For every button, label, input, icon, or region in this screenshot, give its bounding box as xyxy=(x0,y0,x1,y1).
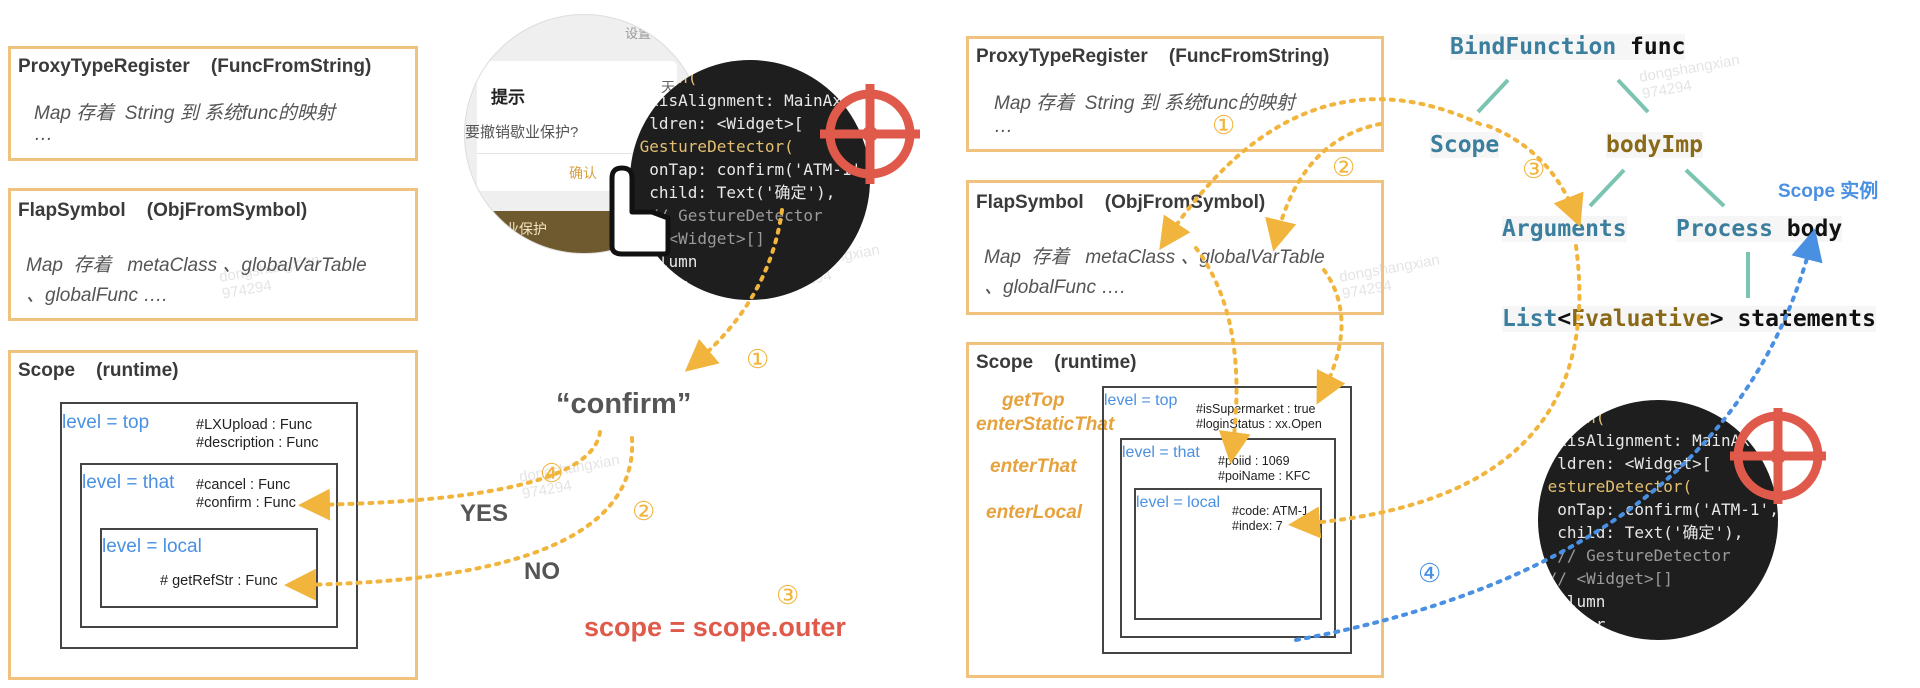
left-flap-line2: 、globalFunc …. xyxy=(26,285,168,306)
dialog-divider xyxy=(477,153,677,154)
left-that-symbols: #cancel : Func #confirm : Func xyxy=(196,477,296,511)
left-proxy-line1: Map 存着 String 到 系统func的映射 xyxy=(34,103,335,124)
right-level-local-label: level = local xyxy=(1136,494,1221,511)
left-code-line: // <Widget>[] xyxy=(630,229,765,248)
right-code-line: // <Widget>[] xyxy=(1538,569,1673,588)
right-top-symbols: #isSupermarket : true #loginStatus : xx.… xyxy=(1196,402,1322,431)
left-code-line: ldren: <Widget>[ xyxy=(630,114,804,133)
left-flap-title: FlapSymbol (ObjFromSymbol) xyxy=(18,200,308,221)
watermark: dongshangxian 974294 xyxy=(517,451,621,503)
bodyimp-node: bodyImp xyxy=(1606,132,1703,158)
right-proxy-line1: Map 存着 String 到 系统func的映射 xyxy=(994,93,1295,114)
step-4-marker: ④ xyxy=(540,458,564,488)
right-level-that-label: level = that xyxy=(1122,444,1200,461)
left-code-line: Column xyxy=(630,252,698,271)
right-code-line: onTap: confirm('ATM-1',7 xyxy=(1538,500,1778,519)
bodyimp-label: bodyImp xyxy=(1606,132,1703,158)
list-gt: > xyxy=(1709,306,1724,332)
bind-function-node: BindFunction func xyxy=(1450,34,1686,60)
right-step-2-marker: ② xyxy=(1332,152,1356,182)
left-local-symbols: # getRefStr : Func xyxy=(160,573,278,589)
right-scope-title: Scope (runtime) xyxy=(976,352,1137,373)
arguments-label: Arguments xyxy=(1502,216,1627,242)
step-1-marker: ① xyxy=(746,344,770,374)
left-code-line: onTap: confirm('ATM-1',7 xyxy=(630,160,870,179)
left-code-line: ain( xyxy=(630,68,698,87)
no-label: NO xyxy=(524,558,560,585)
right-code-line: ain( xyxy=(1538,408,1606,427)
left-code-magnifier: ain( xisAlignment: MainAx ldren: <Widget… xyxy=(630,60,870,300)
enter-local-label: enterLocal xyxy=(986,502,1083,523)
process-name: body xyxy=(1786,216,1843,242)
left-code-line: GestureDetector( xyxy=(630,137,794,156)
left-flap-line1: Map 存着 metaClass 、globalVarTable xyxy=(26,255,367,276)
enter-static-that-label: enterStaticThat xyxy=(976,414,1115,435)
right-flap-line1: Map 存着 metaClass 、globalVarTable xyxy=(984,247,1325,268)
dialog-top-text: 设置 xyxy=(625,26,652,41)
left-level-that-label: level = that xyxy=(82,472,175,493)
get-top-label: getTop xyxy=(1002,390,1065,411)
dialog-text: 要撤销歇业保护? xyxy=(465,124,579,141)
right-code-line: olumn xyxy=(1538,592,1606,611)
bind-function-name: func xyxy=(1630,34,1686,60)
right-code-line: // GestureDetector xyxy=(1538,546,1731,565)
left-proxy-line2: … xyxy=(34,124,53,145)
left-level-local-label: level = local xyxy=(102,536,202,557)
right-step-3-marker: ③ xyxy=(1522,154,1546,184)
right-code-line: xisAlignment: MainAx xyxy=(1538,431,1750,450)
right-step-1-marker: ① xyxy=(1212,110,1236,140)
right-code-line: child: Text('确定'), xyxy=(1538,523,1744,542)
right-proxy-title: ProxyTypeRegister (FuncFromString) xyxy=(976,46,1330,67)
bind-function-keyword: BindFunction xyxy=(1450,34,1617,60)
left-code-line: child: Text('确定'), xyxy=(630,183,836,202)
left-level-top-label: level = top xyxy=(62,412,150,433)
left-flap-box xyxy=(8,188,418,321)
right-code-line: ainer xyxy=(1538,615,1606,634)
left-code-line: ainer xyxy=(630,275,688,294)
right-code-line: ldren: <Widget>[ xyxy=(1538,454,1712,473)
left-proxy-box xyxy=(8,46,418,161)
enter-that-label: enterThat xyxy=(990,456,1077,477)
right-step-4-marker: ④ xyxy=(1418,558,1442,588)
right-code-line: estureDetector( xyxy=(1538,477,1693,496)
dialog-title: 提示 xyxy=(491,88,525,107)
step-3-marker: ③ xyxy=(776,580,800,610)
yes-label: YES xyxy=(460,500,509,527)
left-code-line: xisAlignment: MainAx xyxy=(630,91,842,110)
arguments-node: Arguments xyxy=(1502,216,1627,242)
scope-node-label: Scope xyxy=(1430,132,1500,158)
right-level-top-label: level = top xyxy=(1104,392,1178,409)
right-flap-title: FlapSymbol (ObjFromSymbol) xyxy=(976,192,1266,213)
list-node: List<Evaluative> statements xyxy=(1502,306,1876,332)
right-flap-line2: 、globalFunc …. xyxy=(984,277,1126,298)
list-keyword: List xyxy=(1502,306,1558,332)
confirm-string: “confirm” xyxy=(556,388,692,420)
list-statements: statements xyxy=(1737,306,1876,332)
right-proxy-line2: … xyxy=(994,116,1013,137)
left-top-symbols: #LXUpload : Func #description : Func xyxy=(196,417,319,451)
process-keyword: Process xyxy=(1676,216,1773,242)
list-evaluative: Evaluative xyxy=(1571,306,1710,332)
right-local-symbols: #code: ATM-1 #index: 7 xyxy=(1232,504,1309,533)
dialog-footer-text: 业保护 xyxy=(505,221,547,237)
dialog-magnifier: 设置 天 提示 要撤销歇业保护? 确认 业保护 xyxy=(464,14,704,254)
left-proxy-title: ProxyTypeRegister (FuncFromString) xyxy=(18,56,372,77)
left-code-line: // GestureDetector xyxy=(630,206,823,225)
list-lt: < xyxy=(1557,306,1572,332)
scope-node: Scope xyxy=(1430,132,1500,158)
step-2-marker: ② xyxy=(632,496,656,526)
dialog-confirm-button[interactable]: 确认 xyxy=(569,165,597,181)
left-scope-title: Scope (runtime) xyxy=(18,360,179,381)
right-code-magnifier: ain( xisAlignment: MainAx ldren: <Widget… xyxy=(1538,400,1778,640)
scope-outer-text: scope = scope.outer xyxy=(584,612,846,642)
right-that-symbols: #poiid : 1069 #poiName : KFC xyxy=(1218,454,1311,483)
process-node: Process body xyxy=(1676,216,1843,242)
scope-instance-label: Scope 实例 xyxy=(1778,181,1879,202)
